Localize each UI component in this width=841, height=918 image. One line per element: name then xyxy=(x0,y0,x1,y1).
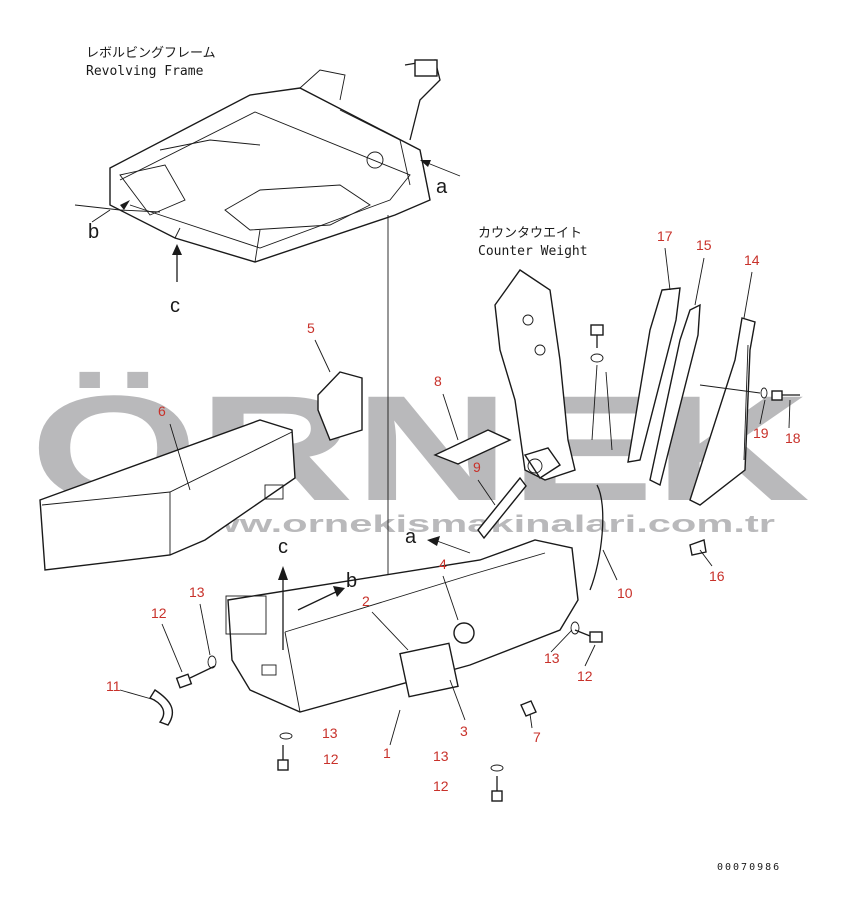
part-16-clip xyxy=(689,539,707,556)
callout-19: 19 xyxy=(753,425,769,441)
letter-c-top: c xyxy=(170,295,180,317)
callout-13-c: 13 xyxy=(433,748,449,764)
revolving-frame xyxy=(74,59,441,263)
letter-c-lower: c xyxy=(278,536,288,558)
part-8-sheet xyxy=(433,429,512,465)
callout-12-b: 12 xyxy=(323,751,339,767)
callouts: 1 2 3 4 5 6 7 8 9 10 11 12 12 12 12 13 1… xyxy=(106,228,801,794)
letter-a-lower: a xyxy=(405,526,417,548)
callout-4: 4 xyxy=(439,556,447,572)
part-9-strip xyxy=(477,476,527,540)
letter-a-top: a xyxy=(436,176,448,198)
watermark-url: www.ornekismakinalari.com.tr xyxy=(173,511,775,538)
callout-3: 3 xyxy=(460,723,468,739)
callout-13-d: 13 xyxy=(544,650,560,666)
callout-8: 8 xyxy=(434,373,442,389)
callout-13-b: 13 xyxy=(322,725,338,741)
part-10-seal xyxy=(589,484,604,591)
part-15-plate xyxy=(649,303,701,487)
callout-6: 6 xyxy=(158,403,166,419)
callout-12-c: 12 xyxy=(433,778,449,794)
callout-7: 7 xyxy=(533,729,541,745)
callout-18: 18 xyxy=(785,430,801,446)
letter-b-top: b xyxy=(88,221,99,243)
part-14-cover xyxy=(689,317,756,506)
callout-9: 9 xyxy=(473,459,481,475)
callout-1: 1 xyxy=(383,745,391,761)
callout-5: 5 xyxy=(307,320,315,336)
lower-arrows xyxy=(278,536,471,650)
part-1-counterweight xyxy=(225,539,579,713)
callout-10: 10 xyxy=(617,585,633,601)
part-6-weight-block xyxy=(39,419,296,571)
part-18-bolt xyxy=(699,384,800,401)
cw-label-jp: カウンタウエイト xyxy=(478,226,582,241)
callout-2: 2 xyxy=(362,593,370,609)
part-17-plate xyxy=(627,287,681,463)
drawing-code: 00070986 xyxy=(717,862,781,873)
cw-label-en: Counter Weight xyxy=(478,244,588,259)
callout-16: 16 xyxy=(709,568,725,584)
callout-11: 11 xyxy=(106,678,121,694)
leader-lines xyxy=(119,247,791,746)
letter-b-lower: b xyxy=(346,570,357,592)
cw-bolt xyxy=(590,324,613,451)
fasteners xyxy=(148,621,603,802)
frame-label-jp: レボルビングフレーム xyxy=(86,46,216,61)
frame-arrows xyxy=(91,160,461,282)
counter-weight-bracket xyxy=(494,269,576,481)
callout-12-d: 12 xyxy=(577,668,593,684)
callout-17: 17 xyxy=(657,228,673,244)
callout-12-a: 12 xyxy=(151,605,167,621)
frame-label-en: Revolving Frame xyxy=(86,64,204,79)
part-5-cap xyxy=(317,371,363,441)
callout-13-a: 13 xyxy=(189,584,205,600)
callout-14: 14 xyxy=(744,252,760,268)
callout-15: 15 xyxy=(696,237,712,253)
